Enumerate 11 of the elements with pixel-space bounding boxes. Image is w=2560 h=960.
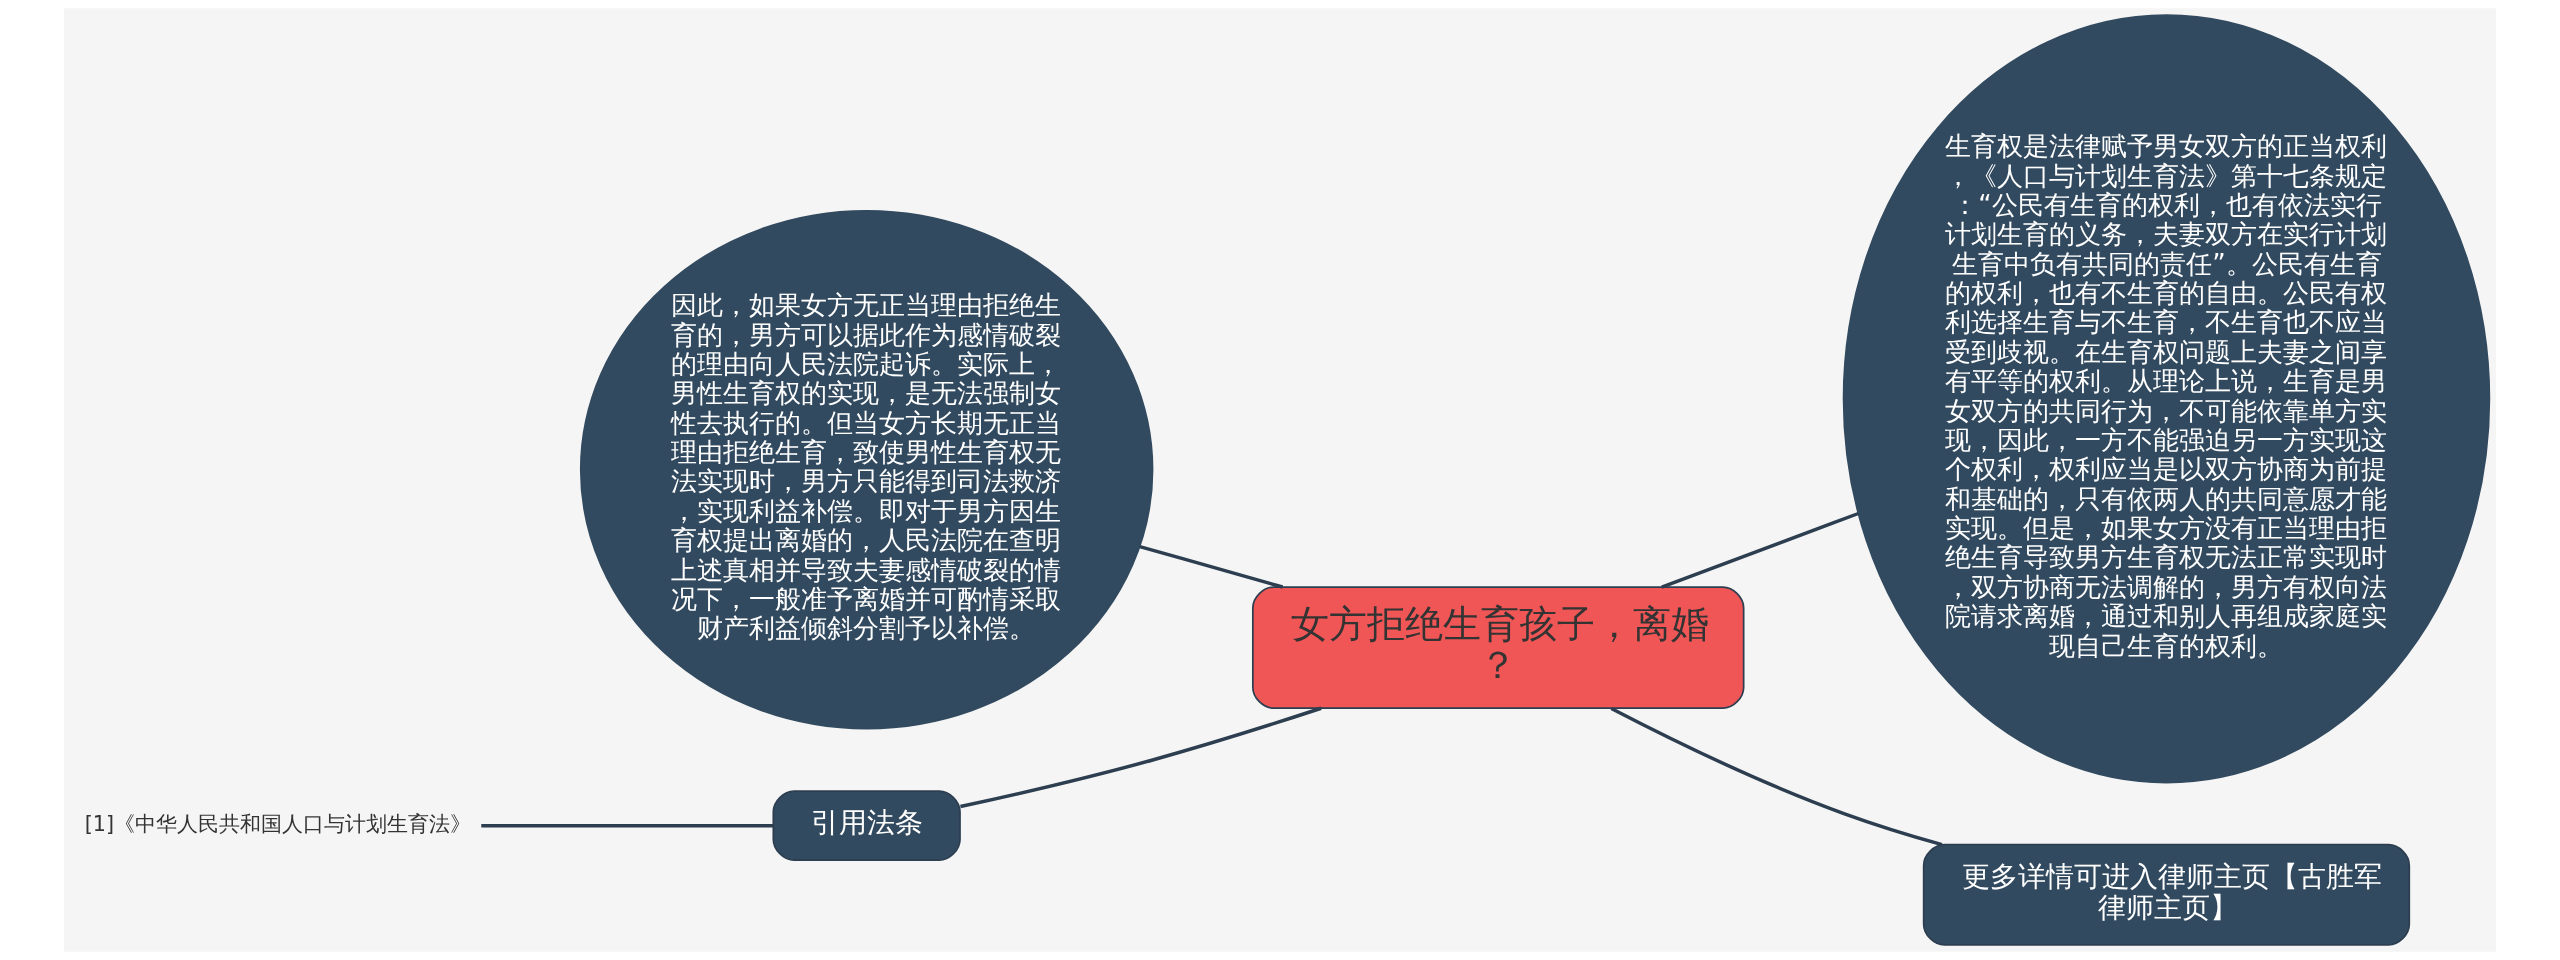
node-box: 更多详情可进入律师主页【古胜军律师主页】: [1922, 843, 2411, 946]
connector: [1139, 544, 1284, 589]
node-box: 引用法条: [772, 790, 961, 862]
node-text: [1]《中华人民共和国人口与计划生育法》: [84, 812, 472, 837]
connector: [481, 823, 774, 828]
connector: [960, 706, 1322, 809]
node-circle: 因此，如果女方无正当理由拒绝生育的，男方可以据此作为感情破裂的理由向人民法院起诉。实际上，男性生育权的实现，是无法强制女性去执行的。但当女方长期无正当理由拒绝生育，致使男性生育权无法实现时，男方只能得到司法救济，实现利益补偿。即对于男方因生育权提出离婚的，人民法院在查明上述真相并导致夫妻感情破裂的情况下，一般准予离婚并可酌情采取财产利益倾斜分割予以补偿。: [579, 209, 1154, 730]
node-box: 女方拒绝生育孩子，离婚？: [1252, 586, 1745, 709]
connector: [1610, 706, 1943, 847]
node-ellipse: 生育权是法律赋予男女双方的正当权利，《人口与计划生育法》第十七条规定：“公民有生育的权利，也有依法实行计划生育的义务，夫妻双方在实行计划生育中负有共同的责任”。公民有生育的权利，也有不生育的自由。公民有权利选择生育与不生育，不生育也不应当受到歧视。在生育权问题上夫妻之间享有平等的权利。从理论上说，生育是男女双方的共同行为，不可能依靠单方实现，因此，一方不能强迫另一方实现这个权利，权利应当是以双方协商为前提和基础的，只有依两人的共同意愿才能实现。但是，如果女方没有正当理由拒绝生育导致男方生育权无法正常实现时，双方协商无法调解的，男方有权向法院请求离婚，通过和别人再组成家庭实现自己生育的权利。: [1842, 14, 2491, 784]
connector: [1661, 511, 1859, 589]
